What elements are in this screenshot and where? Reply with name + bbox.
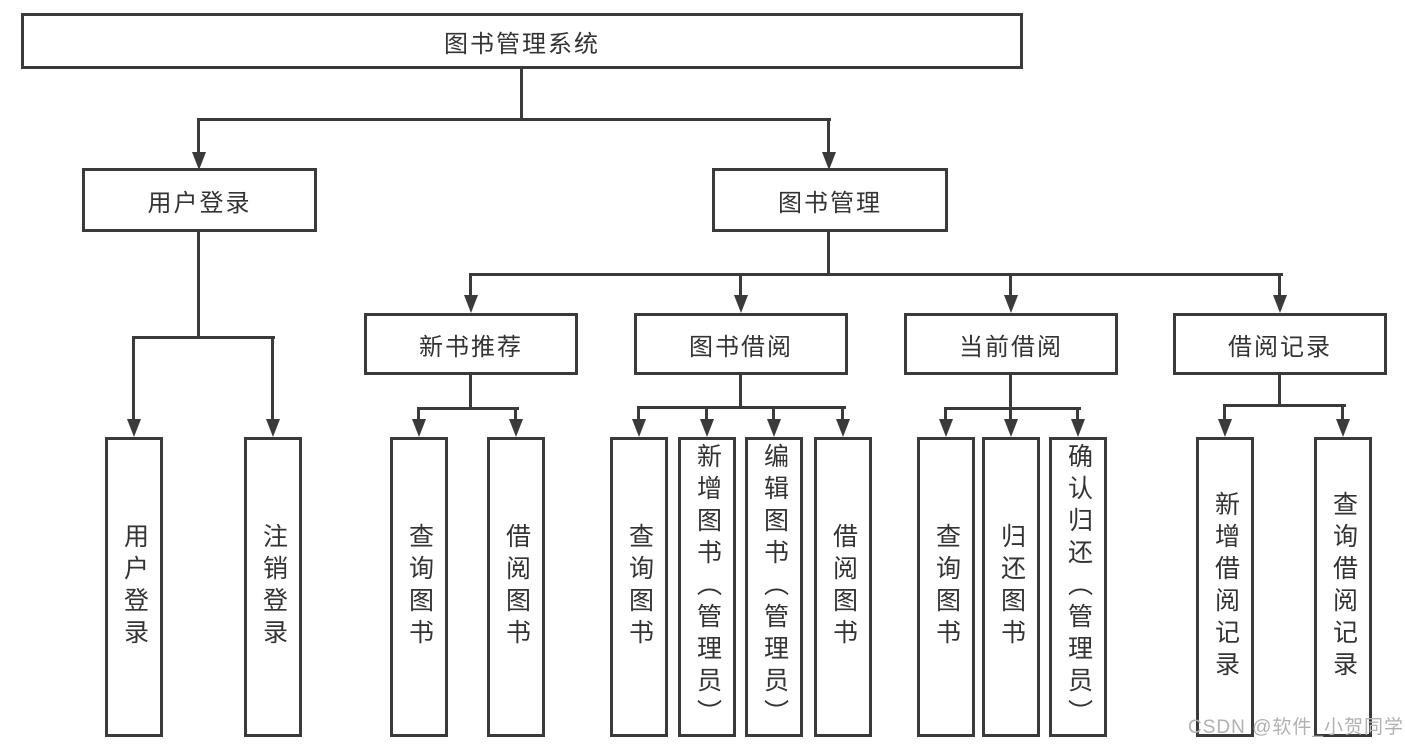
connector-line <box>827 232 830 276</box>
node-user-login: 用户登录 <box>82 168 317 232</box>
arrowhead-down-icon <box>127 419 141 437</box>
node-book-borrow: 图书借阅 <box>634 313 848 375</box>
connector-line <box>1278 375 1281 407</box>
arrowhead-down-icon <box>700 419 714 437</box>
node-label: 借阅图书 <box>502 523 531 651</box>
arrowhead-down-icon <box>1218 419 1232 437</box>
node-label: 借阅记录 <box>1228 333 1332 361</box>
node-label: 查询借阅记录 <box>1329 491 1358 683</box>
node-library-system: 图书管理系统 <box>21 13 1023 69</box>
node-label: 查询图书 <box>932 523 961 651</box>
node-label: 新增图书（管理员） <box>693 443 722 731</box>
arrowhead-down-icon <box>412 419 426 437</box>
node-leaf-add-book-admin: 新增图书（管理员） <box>678 437 736 737</box>
arrowhead-down-icon <box>822 152 836 170</box>
node-label: 当前借阅 <box>959 333 1063 361</box>
arrowhead-down-icon <box>939 419 953 437</box>
node-new-book-recommend: 新书推荐 <box>364 313 578 375</box>
node-book-management: 图书管理 <box>712 168 948 232</box>
node-leaf-query-book: 查询图书 <box>390 437 448 737</box>
connector-line <box>1223 404 1346 407</box>
connector-line <box>197 118 831 121</box>
node-leaf-logout: 注销登录 <box>244 437 302 737</box>
node-leaf-edit-book-admin: 编辑图书（管理员） <box>745 437 803 737</box>
node-label: 用户登录 <box>147 189 252 217</box>
node-label: 新书推荐 <box>419 333 523 361</box>
node-label: 图书管理 <box>778 189 882 217</box>
node-label: 新增借阅记录 <box>1211 491 1240 683</box>
node-label: 图书管理系统 <box>444 30 600 58</box>
arrowhead-down-icon <box>464 295 478 313</box>
connector-line <box>1278 273 1281 297</box>
connector-line <box>197 232 200 338</box>
node-label: 确认归还（管理员） <box>1064 443 1093 731</box>
connector-line <box>705 406 708 420</box>
arrowhead-down-icon <box>1273 295 1287 313</box>
arrowhead-down-icon <box>1071 419 1085 437</box>
connector-line <box>1009 407 1012 421</box>
node-leaf-borrow-book: 借阅图书 <box>487 437 545 737</box>
connector-line <box>417 407 420 421</box>
arrowhead-down-icon <box>1004 419 1018 437</box>
node-label: 查询图书 <box>405 523 434 651</box>
arrowhead-down-icon <box>192 152 206 170</box>
connector-line <box>637 406 640 420</box>
node-borrow-record: 借阅记录 <box>1173 313 1387 375</box>
connector-line <box>841 406 844 420</box>
node-leaf-confirm-return-admin: 确认归还（管理员） <box>1049 437 1107 737</box>
node-label: 编辑图书（管理员） <box>760 443 789 731</box>
node-label: 查询图书 <box>625 523 654 651</box>
connector-line <box>469 273 1283 276</box>
connector-line <box>469 375 472 410</box>
connector-line <box>132 336 275 339</box>
node-leaf-add-borrow-record: 新增借阅记录 <box>1196 437 1254 737</box>
arrowhead-down-icon <box>734 295 748 313</box>
connector-line <box>772 406 775 420</box>
connector-line <box>132 336 135 420</box>
node-leaf-return-book: 归还图书 <box>982 437 1040 737</box>
connector-line <box>514 407 517 421</box>
arrowhead-down-icon <box>1336 419 1350 437</box>
connector-line <box>1076 407 1079 421</box>
node-leaf-query-book: 查询图书 <box>917 437 975 737</box>
connector-line <box>1223 404 1226 420</box>
node-leaf-query-book: 查询图书 <box>610 437 668 737</box>
connector-line <box>944 407 1081 410</box>
connector-line <box>739 273 742 297</box>
arrowhead-down-icon <box>836 419 850 437</box>
arrowhead-down-icon <box>266 419 280 437</box>
node-leaf-user-login: 用户登录 <box>105 437 163 737</box>
node-label: 用户登录 <box>120 523 149 651</box>
connector-line <box>417 407 519 410</box>
csdn-watermark: CSDN @软件_小贺同学 <box>1188 717 1404 738</box>
arrowhead-down-icon <box>1004 295 1018 313</box>
node-label: 归还图书 <box>997 523 1026 651</box>
connector-line <box>469 273 472 297</box>
node-label: 图书借阅 <box>689 333 793 361</box>
connector-line <box>1009 375 1012 410</box>
node-label: 借阅图书 <box>829 523 858 651</box>
node-leaf-borrow-book: 借阅图书 <box>814 437 872 737</box>
connector-line <box>197 118 200 153</box>
arrowhead-down-icon <box>632 419 646 437</box>
node-label: 注销登录 <box>259 523 288 651</box>
connector-line <box>1009 273 1012 297</box>
node-current-borrow: 当前借阅 <box>904 313 1118 375</box>
connector-line <box>944 407 947 421</box>
connector-line <box>520 69 523 120</box>
connector-line <box>1341 404 1344 420</box>
arrowhead-down-icon <box>767 419 781 437</box>
connector-line <box>827 118 830 153</box>
arrowhead-down-icon <box>509 419 523 437</box>
connector-line <box>637 406 846 409</box>
connector-line <box>739 375 742 409</box>
node-leaf-query-borrow-record: 查询借阅记录 <box>1314 437 1372 737</box>
connector-line <box>271 336 274 420</box>
